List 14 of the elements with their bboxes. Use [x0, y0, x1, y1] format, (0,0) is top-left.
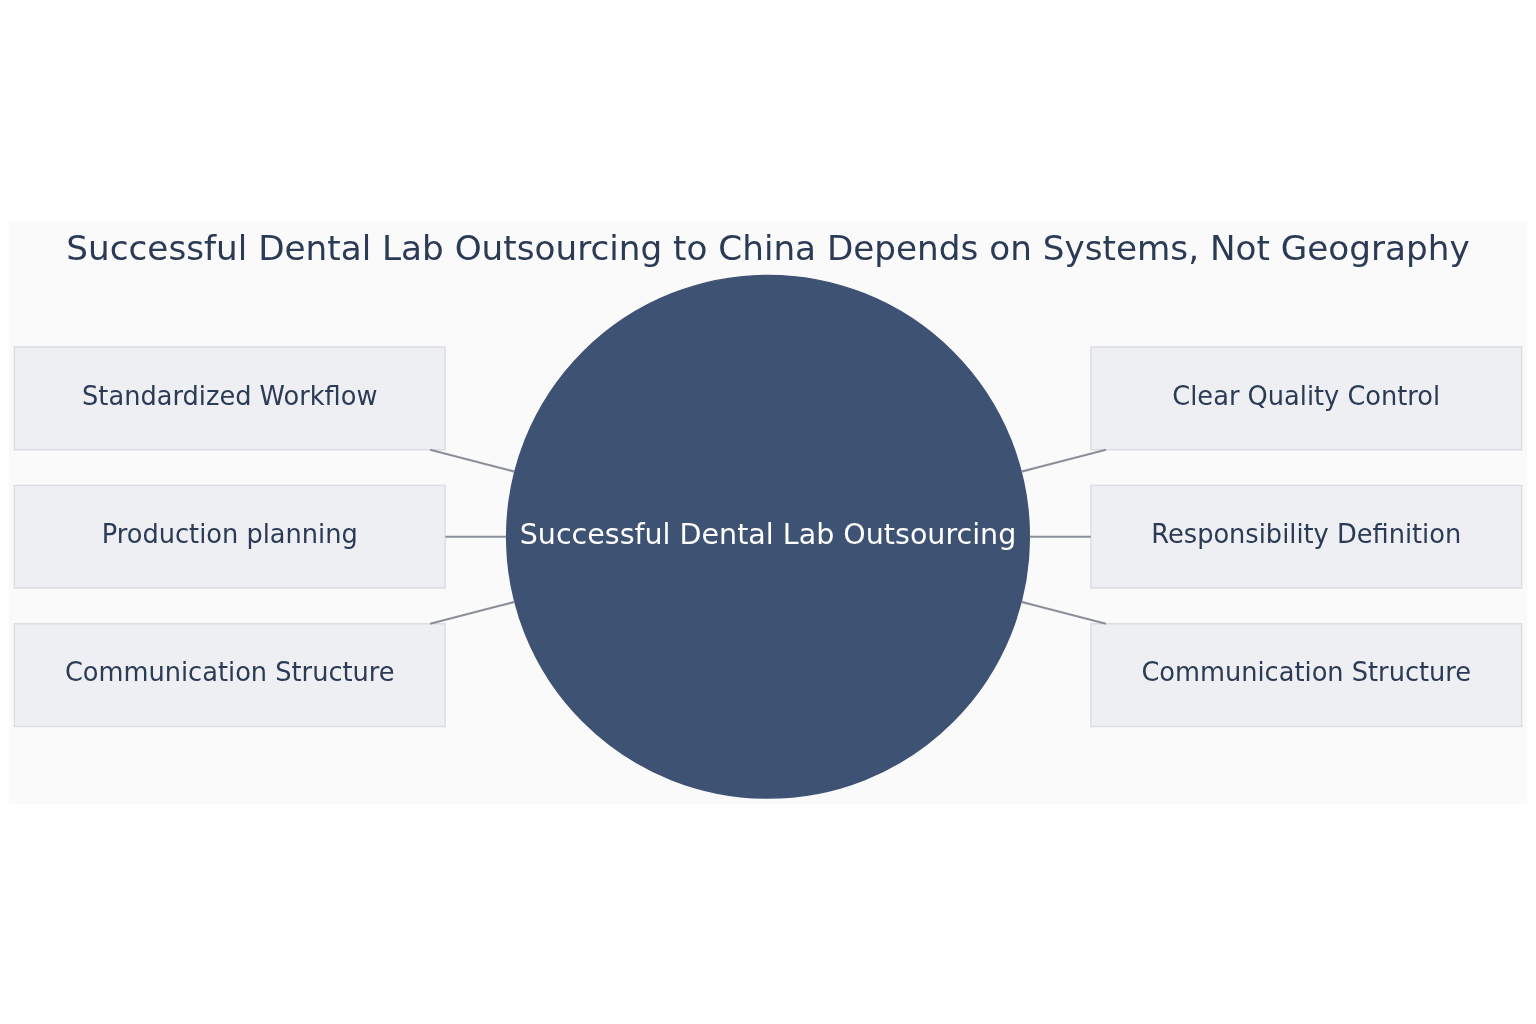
connector: [1021, 448, 1107, 473]
connector: [1029, 535, 1091, 538]
node-box: Communication Structure: [13, 622, 446, 727]
node-circle: Successful Dental Lab Outsourcing: [505, 274, 1031, 799]
connector: [445, 535, 507, 538]
connector: [1021, 600, 1107, 625]
node-box: Communication Structure: [1090, 622, 1523, 727]
connector: [429, 448, 515, 473]
node-box: Standardized Workflow: [13, 345, 446, 450]
node-box: Responsibility Definition: [1090, 484, 1523, 589]
connector: [429, 600, 515, 625]
node-box: Clear Quality Control: [1090, 345, 1523, 450]
diagram-title: Successful Dental Lab Outsourcing to China Depends on Systems, Not Geography: [66, 227, 1470, 268]
node-box: Production planning: [13, 484, 446, 589]
